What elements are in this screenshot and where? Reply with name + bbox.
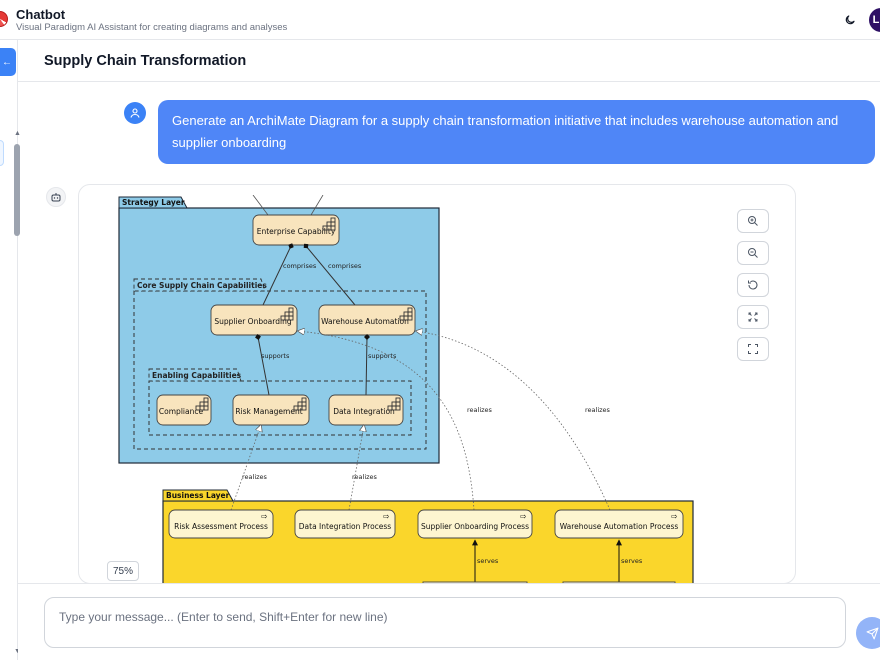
zoom-in-button[interactable] [737, 209, 769, 233]
top-bar: Chatbot Visual Paradigm AI Assistant for… [0, 0, 880, 40]
supplier-onboarding-process-node[interactable]: Supplier Onboarding Process ⇨ [417, 509, 533, 539]
risk-management-node[interactable]: Risk Management [232, 394, 310, 426]
warehouse-automation-label: Warehouse Automation [321, 317, 409, 326]
sidebar-collapsed [0, 40, 18, 660]
comprises-label: comprises [328, 262, 362, 270]
supplier-onboarding-process-label: Supplier Onboarding Process [421, 522, 529, 531]
fullscreen-icon [748, 344, 758, 354]
process-arrow-icon: ⇨ [261, 512, 268, 521]
enabling-capabilities-label: Enabling Capabilities [152, 371, 242, 380]
send-button[interactable] [856, 617, 880, 649]
realizes-label: realizes [242, 473, 268, 481]
risk-assessment-process-node[interactable]: Risk Assessment Process ⇨ [168, 509, 274, 539]
zoom-out-button[interactable] [737, 241, 769, 265]
process-arrow-icon: ⇨ [383, 512, 390, 521]
app-subtitle: Visual Paradigm AI Assistant for creatin… [16, 22, 288, 33]
enterprise-capability-label: Enterprise Capability [257, 227, 336, 236]
supports-label: supports [261, 352, 290, 360]
sidebar-scrollbar-thumb[interactable] [14, 144, 20, 236]
data-integration-node[interactable]: Data Integration [328, 394, 404, 426]
process-arrow-icon: ⇨ [520, 512, 527, 521]
sidebar-toggle-button[interactable]: ← [0, 48, 16, 76]
user-avatar [124, 102, 146, 124]
risk-assessment-process-label: Risk Assessment Process [174, 522, 268, 531]
compliance-label: Compliance [159, 407, 204, 416]
conversation-title: Supply Chain Transformation [44, 53, 247, 69]
business-layer-label: Business Layer [166, 491, 230, 500]
user-icon [130, 108, 140, 118]
sidebar-conversation-item[interactable] [0, 140, 4, 166]
warehouse-automation-node[interactable]: Warehouse Automation [318, 304, 416, 336]
data-integration-process-node[interactable]: Data Integration Process ⇨ [294, 509, 396, 539]
user-message-bubble: Generate an ArchiMate Diagram for a supp… [158, 100, 875, 164]
scroll-down-icon[interactable]: ▼ [14, 648, 21, 655]
supplier-onboarding-label: Supplier Onboarding [214, 317, 291, 326]
core-capabilities-label: Core Supply Chain Capabilities [137, 281, 267, 290]
core-capabilities-group[interactable]: Core Supply Chain Capabilities [133, 278, 427, 450]
enabling-capabilities-group[interactable]: Enabling Capabilities [148, 368, 412, 436]
fullscreen-button[interactable] [737, 337, 769, 361]
scroll-up-icon[interactable]: ▲ [14, 130, 21, 137]
moon-icon [845, 15, 855, 25]
process-arrow-icon: ⇨ [671, 512, 678, 521]
supplier-onboarding-node[interactable]: Supplier Onboarding [210, 304, 298, 336]
message-composer [18, 583, 880, 660]
warehouse-automation-process-node[interactable]: Warehouse Automation Process ⇨ [554, 509, 684, 539]
supports-label: supports [368, 352, 397, 360]
bot-icon [51, 193, 61, 202]
fit-to-screen-button[interactable] [737, 305, 769, 329]
send-icon [866, 627, 878, 639]
reset-icon [748, 280, 758, 290]
visual-paradigm-logo-icon [0, 11, 8, 27]
data-integration-label: Data Integration [333, 407, 395, 416]
user-avatar-menu[interactable]: L [869, 8, 880, 32]
data-integration-process-label: Data Integration Process [299, 522, 392, 531]
warehouse-automation-process-label: Warehouse Automation Process [560, 522, 679, 531]
serves-label: serves [621, 557, 643, 565]
app-title: Chatbot [16, 7, 66, 22]
realizes-label: realizes [467, 406, 493, 414]
realizes-label: realizes [585, 406, 611, 414]
enterprise-capability-node[interactable]: Enterprise Capability [252, 214, 340, 246]
theme-toggle-button[interactable] [840, 10, 860, 30]
risk-management-label: Risk Management [235, 407, 302, 416]
archimate-diagram[interactable]: Strategy Layer Enterprise Capability Cor… [93, 195, 697, 583]
bot-avatar [46, 187, 66, 207]
comprises-label: comprises [283, 262, 317, 270]
reset-view-button[interactable] [737, 273, 769, 297]
zoom-in-icon [748, 216, 758, 226]
compliance-node[interactable]: Compliance [156, 394, 212, 426]
serves-label: serves [477, 557, 499, 565]
conversation-header: Supply Chain Transformation [18, 40, 880, 82]
fit-screen-icon [748, 312, 758, 322]
zoom-level-indicator: 75% [107, 561, 139, 581]
realizes-label: realizes [352, 473, 378, 481]
arrow-left-icon: ← [2, 56, 12, 68]
message-input[interactable] [44, 597, 846, 648]
strategy-layer-label: Strategy Layer [122, 198, 185, 207]
zoom-out-icon [748, 248, 758, 258]
bot-message-card: Strategy Layer Enterprise Capability Cor… [78, 184, 796, 584]
